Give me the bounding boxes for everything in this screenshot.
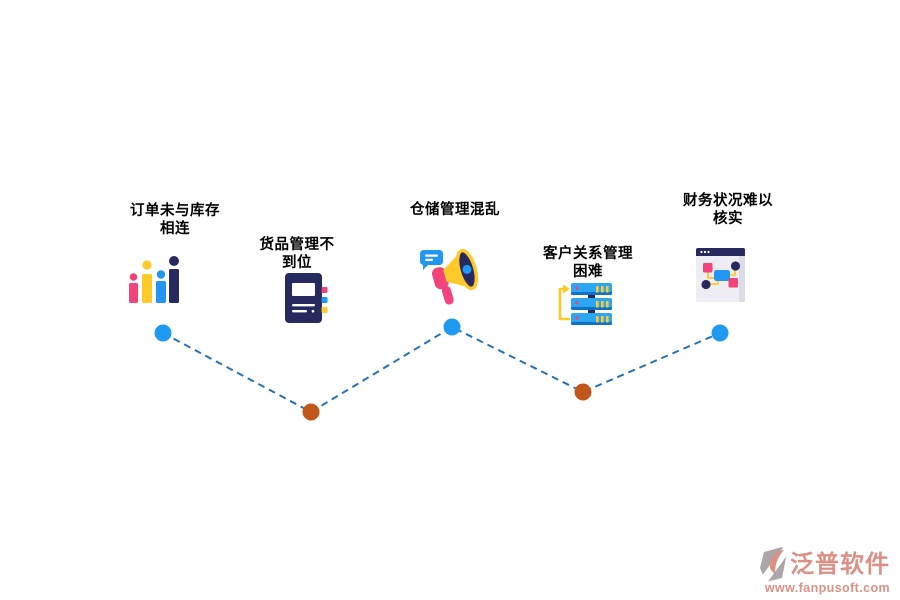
watermark-brand: 泛普软件 <box>790 551 890 578</box>
fanpu-logo-icon <box>760 547 788 583</box>
server-row <box>571 298 612 310</box>
bar-chart-icon <box>129 256 179 303</box>
node-dot-warehouse-management <box>443 318 461 336</box>
label-line: 客户关系管理 <box>543 246 633 262</box>
megaphone-icon <box>420 248 479 305</box>
node-label-orders-inventory: 订单未与库存 相连 <box>95 202 255 238</box>
node-dot-financial-status <box>711 324 729 342</box>
node-dot-orders-inventory <box>154 324 172 342</box>
server-row <box>571 283 612 295</box>
label-line: 困难 <box>573 264 603 280</box>
node-dot-goods-management <box>302 403 320 421</box>
watermark-url: www.fanpusoft.com <box>764 581 890 595</box>
label-line: 仓储管理混乱 <box>410 202 500 218</box>
node-label-customer-relationship: 客户关系管理 困难 <box>508 245 668 281</box>
notebook-icon <box>285 273 328 323</box>
flowchart-window-icon <box>696 248 745 302</box>
label-line: 货品管理不 <box>259 237 335 253</box>
label-line: 订单未与库存 <box>130 203 220 219</box>
label-line: 相连 <box>160 221 190 237</box>
node-dot-customer-relationship <box>574 383 592 401</box>
node-label-goods-management: 货品管理不 到位 <box>217 236 377 272</box>
speech-bubble-icon <box>420 250 443 270</box>
label-line: 财务状况难以 <box>683 193 773 209</box>
node-label-warehouse-management: 仓储管理混乱 <box>375 201 535 219</box>
server-stack-icon <box>558 283 612 325</box>
server-row <box>571 313 612 325</box>
label-line: 核实 <box>713 211 743 227</box>
label-line: 到位 <box>282 255 312 271</box>
node-label-financial-status: 财务状况难以 核实 <box>648 192 808 228</box>
connector-dashed-line <box>162 325 721 414</box>
watermark: 泛普软件 www.fanpusoft.com <box>758 546 890 595</box>
